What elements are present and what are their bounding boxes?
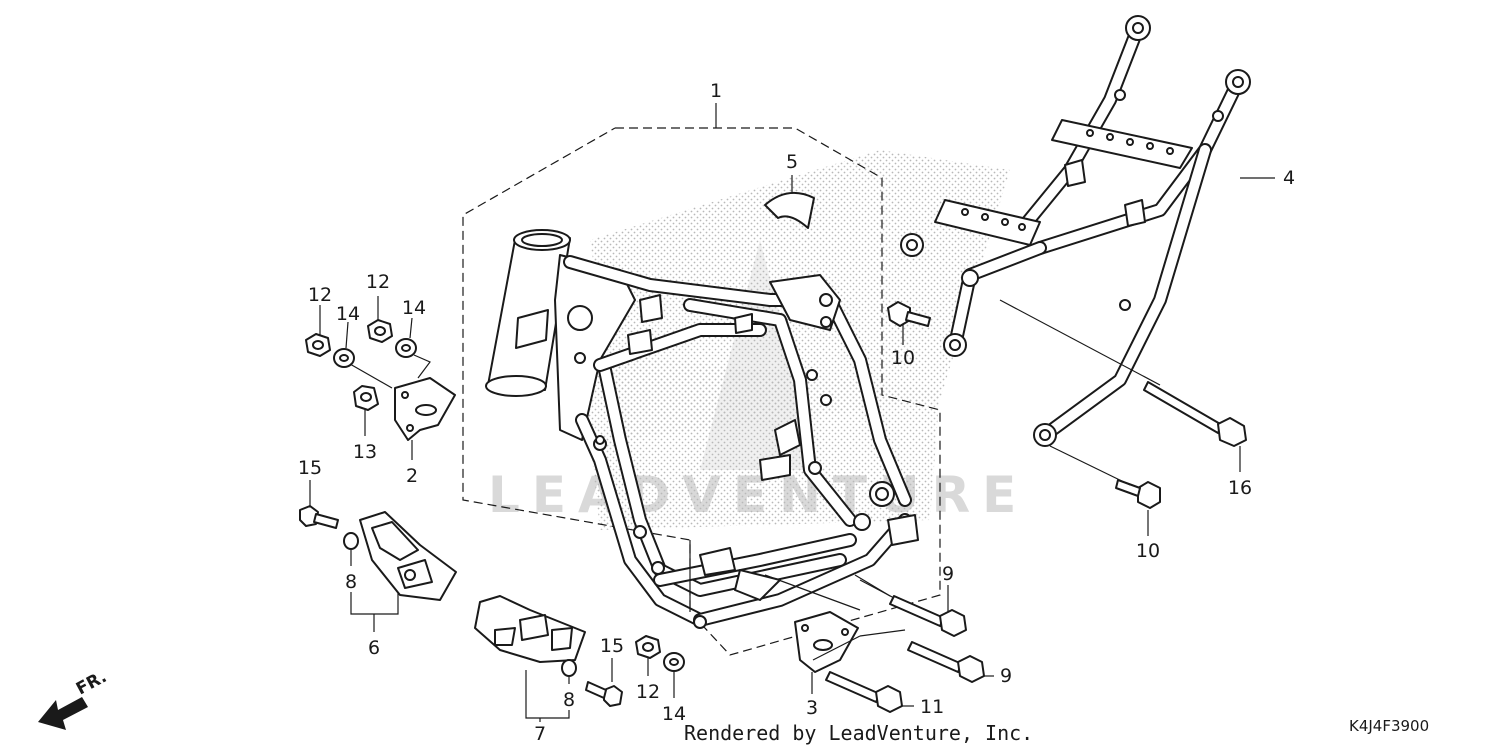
- gusset-hole: [567, 305, 593, 331]
- part-9-bolt-a: [889, 595, 967, 637]
- part-10-bolt-b: [1115, 479, 1161, 509]
- part-13-nut: [353, 385, 379, 411]
- callout-8-a: 8: [345, 571, 357, 593]
- part-2-engine-hanger-plate: [394, 377, 456, 441]
- callout-14-b: 14: [402, 297, 426, 319]
- part-12-nut-b: [367, 319, 393, 343]
- part-8-collar-b: [561, 659, 577, 677]
- part-9-bolt-b: [907, 641, 985, 683]
- callout-8-b: 8: [563, 689, 575, 711]
- part-16-long-bolt: [1143, 381, 1247, 447]
- part-10-bolt-a: [887, 301, 931, 327]
- part-15-bolt-b: [585, 681, 623, 707]
- part-4-rear-subframe: [900, 15, 1251, 447]
- callout-12-c: 12: [636, 681, 660, 703]
- callout-3: 3: [806, 697, 818, 719]
- part-6-frame-guard: [359, 511, 457, 601]
- main-frame: [485, 229, 919, 629]
- steering-head: [485, 229, 571, 397]
- callout-14-c: 14: [662, 703, 686, 725]
- part-8-collar-a: [343, 532, 359, 550]
- front-direction-indicator: FR.: [38, 667, 110, 730]
- callout-2: 2: [406, 465, 418, 487]
- callout-16: 16: [1228, 477, 1252, 499]
- front-arrow-icon: [38, 697, 88, 730]
- callout-15-b: 15: [600, 635, 624, 657]
- callout-7: 7: [534, 723, 546, 745]
- part-14-washer-b: [395, 338, 417, 358]
- callout-11: 11: [920, 696, 944, 718]
- render-credit: Rendered by LeadVenture, Inc.: [684, 721, 1033, 745]
- callout-12-b: 12: [366, 271, 390, 293]
- part-15-bolt-a: [299, 505, 339, 529]
- part-11-bolt: [825, 671, 903, 713]
- callout-4: 4: [1283, 167, 1295, 189]
- frame-bosses: [574, 274, 919, 629]
- callout-1: 1: [710, 80, 722, 102]
- callout-9-a: 9: [942, 563, 954, 585]
- part-14-washer-c: [663, 652, 685, 672]
- callout-9-b: 9: [1000, 665, 1012, 687]
- callout-10-b: 10: [1136, 540, 1160, 562]
- leader-lines: [309, 103, 1275, 722]
- callout-15-a: 15: [298, 457, 322, 479]
- callout-13: 13: [353, 441, 377, 463]
- part-12-nut-a: [305, 333, 331, 357]
- callout-10-a: 10: [891, 347, 915, 369]
- callout-12-a: 12: [308, 284, 332, 306]
- callout-5: 5: [786, 151, 798, 173]
- part-5-clip: [764, 191, 815, 229]
- callout-14-a: 14: [336, 303, 360, 325]
- callout-6: 6: [368, 637, 380, 659]
- diagram-code: K4J4F3900: [1349, 717, 1429, 735]
- part-14-washer-a: [333, 348, 355, 368]
- callout-labels: 1 5 4 12 12 14 14 13 2 15 8 6 10 10 16 9…: [298, 80, 1295, 745]
- part-7-frame-guard: [474, 595, 586, 663]
- part-3-engine-hanger-plate: [794, 611, 859, 673]
- front-direction-label: FR.: [73, 667, 110, 699]
- part-12-nut-c: [635, 635, 661, 659]
